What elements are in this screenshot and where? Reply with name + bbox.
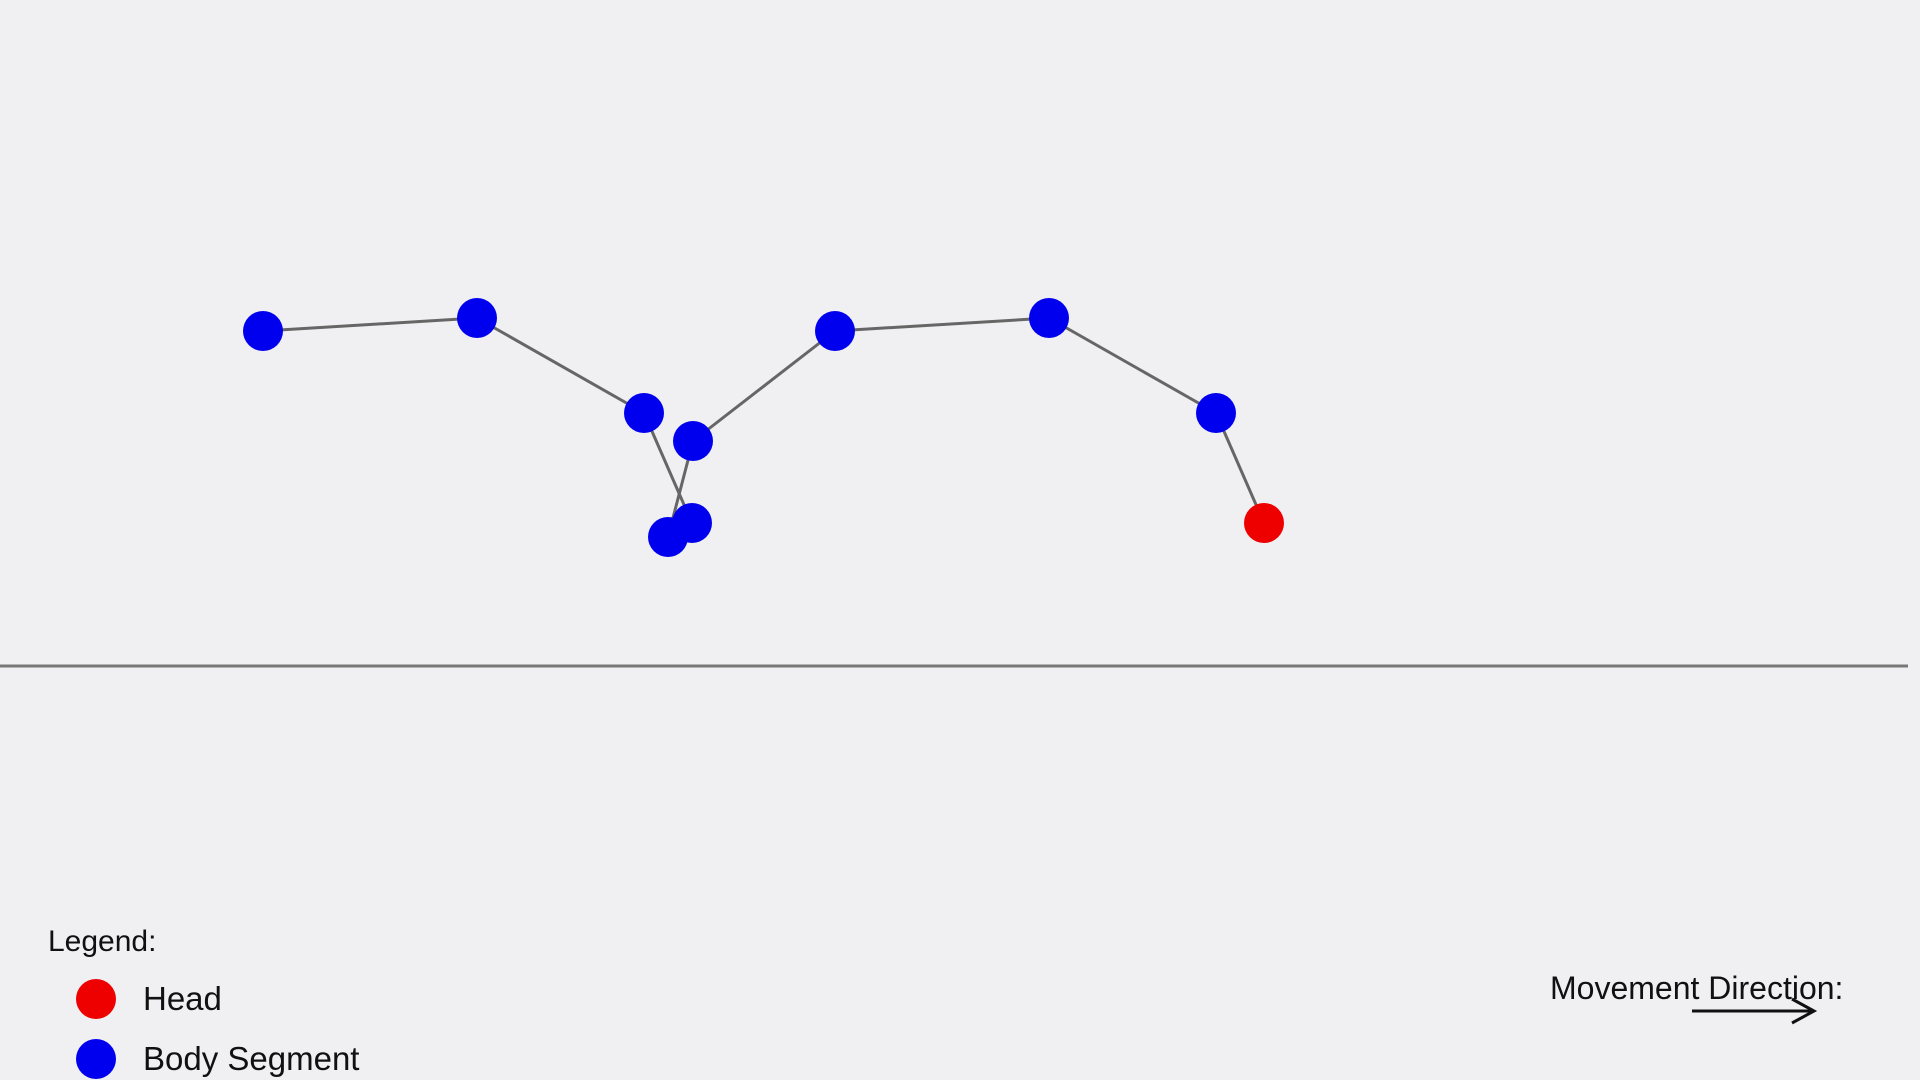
body-segment [1196,393,1236,433]
movement-direction-label: Movement Direction: [1550,970,1843,1006]
snake-link [476,316,645,415]
snake-link [262,316,478,333]
snake-link [1214,412,1266,524]
body-segment [624,393,664,433]
legend-body-swatch [76,1039,116,1079]
legend-head-label: Head [143,980,222,1017]
movement-indicator: Movement Direction: [1550,970,1843,1025]
body-segment [457,298,497,338]
snake-link [692,329,836,443]
legend: Legend: Head Body Segment [48,925,359,1079]
head-segment [1244,503,1284,543]
legend-body-label: Body Segment [143,1040,359,1077]
snake-link [1048,316,1217,415]
right-arrow-icon [1791,997,1818,1025]
legend-title: Legend: [48,925,156,958]
snake-segments [243,298,1284,557]
body-segment [815,311,855,351]
legend-head-swatch [76,979,116,1019]
snake-link [834,316,1050,333]
body-segment [1029,298,1069,338]
body-segment [243,311,283,351]
body-segment [648,517,688,557]
snake-link [642,412,694,524]
body-segment [673,421,713,461]
